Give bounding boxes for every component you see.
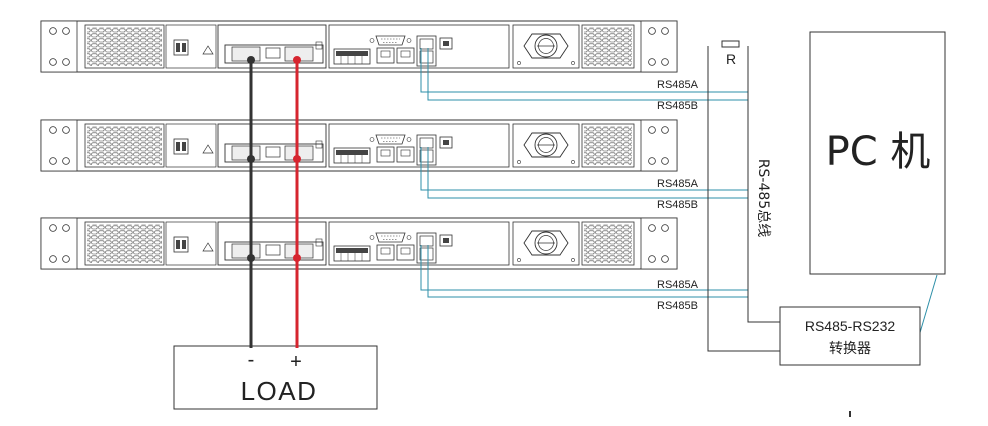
rs485a-label-2: RS485A <box>657 178 699 190</box>
load-box <box>173 345 378 410</box>
power-supply-unit-3 <box>40 217 678 270</box>
rs485a-line-2 <box>420 147 748 191</box>
positive-terminal-dot <box>293 56 301 64</box>
bus-label: RS-485总线 <box>755 159 771 237</box>
positive-terminal-dot <box>293 155 301 163</box>
converter-box <box>779 306 921 366</box>
negative-terminal-dot <box>247 56 255 64</box>
converter-label-line1: RS485-RS232 <box>805 318 895 334</box>
power-supply-unit-2 <box>40 119 678 172</box>
rs485b-label-1: RS485B <box>657 100 698 112</box>
rs485b-line-1 <box>427 48 748 101</box>
rs485b-line-3 <box>427 245 748 298</box>
load-minus-label: - <box>248 349 255 371</box>
rs485a-label-3: RS485A <box>657 279 699 291</box>
rs485-cables <box>420 48 938 337</box>
rs485b-label-2: RS485B <box>657 199 698 211</box>
pc-link-line <box>918 274 938 337</box>
load-plus-label: + <box>290 351 302 373</box>
terminator-label: R <box>726 51 736 67</box>
rs485a-line-1 <box>420 48 748 93</box>
positive-terminal-dot <box>293 254 301 262</box>
rs485b-label-3: RS485B <box>657 300 698 312</box>
power-supply-unit-1 <box>40 20 678 73</box>
load-label: LOAD <box>241 376 318 406</box>
pc-label: PC 机 <box>826 129 931 175</box>
converter-label-line2: 转换器 <box>829 340 871 357</box>
negative-terminal-dot <box>247 254 255 262</box>
terminator-resistor <box>721 40 740 48</box>
rs485a-label-1: RS485A <box>657 79 699 91</box>
rs485-bus <box>707 46 780 352</box>
rs485a-line-3 <box>420 245 748 291</box>
pc-box <box>809 31 946 275</box>
negative-terminal-dot <box>247 155 255 163</box>
rs485b-line-2 <box>427 147 748 199</box>
stray-mark <box>849 411 851 417</box>
